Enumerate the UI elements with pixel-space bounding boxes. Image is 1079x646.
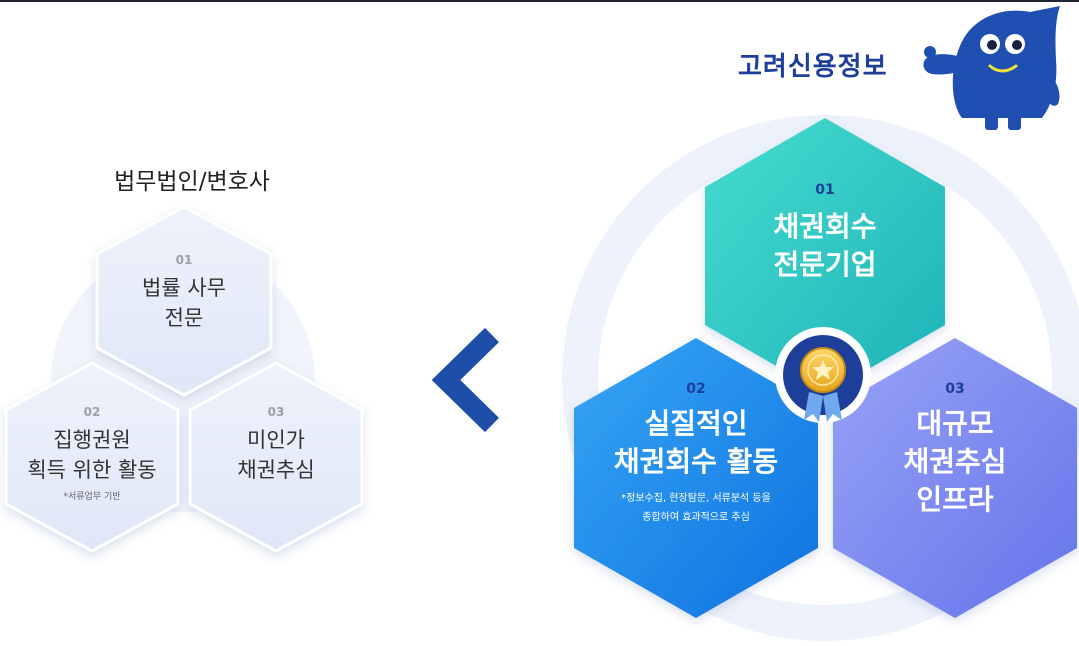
left-hex-03-content: 03 미인가 채권추심 [196, 405, 356, 485]
left-hex-02-number: 02 [83, 405, 101, 419]
left-hex-02 [4, 361, 180, 553]
right-hex-02-content: 02 실질적인 채권회수 활동 *정보수집, 현장탐문, 서류분석 등을 종합하… [586, 381, 806, 527]
brand-logo-text: 고려신용정보 [738, 52, 888, 82]
right-hex-01-number: 01 [815, 182, 835, 198]
right-hex-03-line1: 대규모 [916, 407, 994, 440]
left-hex-01-line1: 법률 사무 [142, 276, 226, 300]
right-hex-03-number: 03 [945, 381, 965, 397]
right-hex-03 [833, 338, 1077, 618]
left-hex-02-note: *서류업무 기반 [63, 492, 121, 502]
right-hex-02-note-line2: 종합하여 효과적으로 추심 [642, 512, 750, 523]
left-hex-01-content: 01 법률 사무 전문 [104, 253, 264, 333]
right-hex-02-number: 02 [686, 381, 706, 397]
left-hex-01-line2: 전문 [164, 306, 204, 330]
right-hex-02-line2: 채권회수 활동 [613, 445, 779, 478]
right-hex-02-note-line1: *정보수집, 현장탐문, 서류분석 등을 [621, 493, 771, 504]
left-hex-03 [188, 361, 364, 553]
right-hex-02-line1: 실질적인 [644, 407, 748, 440]
left-hex-03-number: 03 [267, 405, 285, 419]
right-hex-03-line3: 인프라 [916, 483, 994, 516]
right-hex-01-line2: 전문기업 [773, 248, 877, 281]
right-hex-02 [574, 338, 818, 618]
left-hex-03-line1: 미인가 [247, 428, 305, 452]
left-hex-01-number: 01 [175, 253, 193, 267]
left-group-title: 법무법인/변호사 [114, 169, 270, 195]
right-hex-03-line2: 채권추심 [903, 445, 1007, 478]
right-hex-01 [705, 118, 945, 394]
mascot-character-icon [923, 6, 1060, 130]
left-hex-02-line2: 획득 위한 활동 [27, 458, 157, 482]
left-hex-01 [95, 205, 273, 397]
top-border-line [0, 0, 1079, 2]
right-hex-01-line1: 채권회수 [773, 210, 877, 243]
right-hex-03-content: 03 대규모 채권추심 인프라 [855, 381, 1055, 519]
left-hex-03-line2: 채권추심 [237, 458, 315, 482]
right-hex-01-content: 01 채권회수 전문기업 [725, 182, 925, 284]
chevron-left-icon [431, 327, 499, 433]
medal-icon [775, 327, 871, 423]
left-hex-02-line1: 집행권원 [53, 428, 131, 452]
left-hex-02-content: 02 집행권원 획득 위한 활동 *서류업무 기반 [12, 405, 172, 502]
